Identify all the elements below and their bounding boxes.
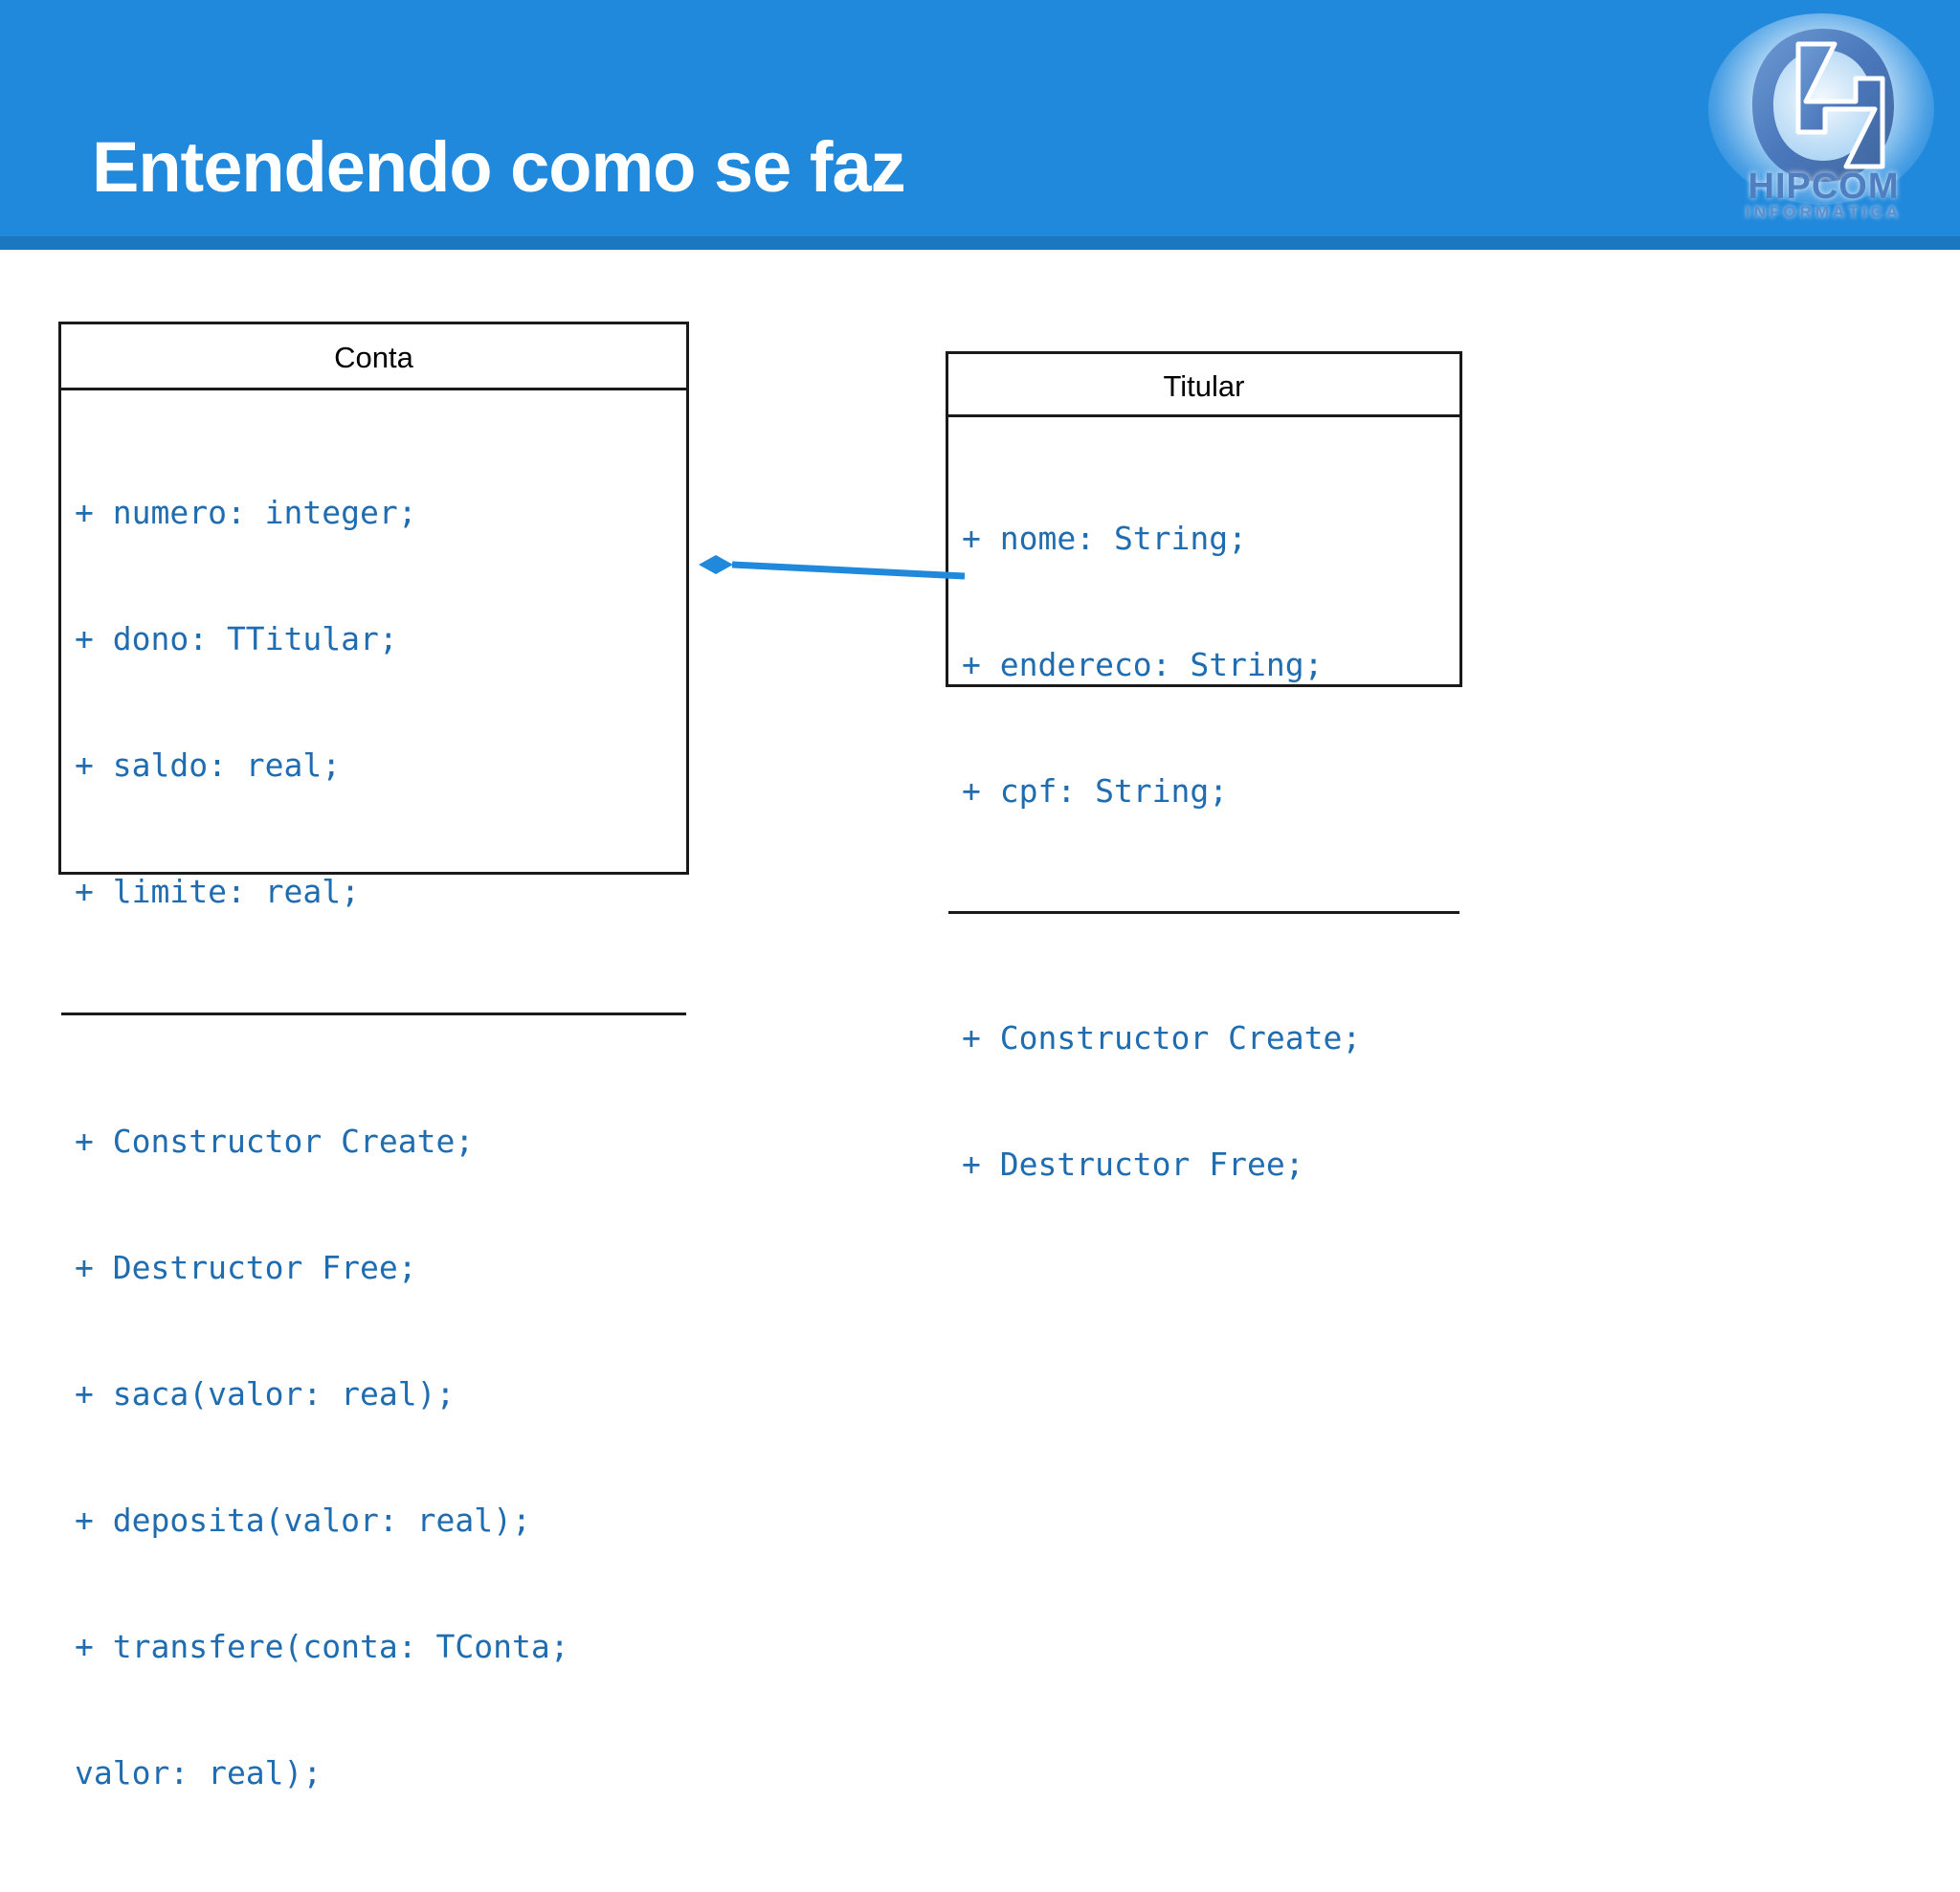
class-operation: + transfere(conta: TConta; — [75, 1628, 569, 1665]
page-title: Entendendo como se faz — [92, 127, 906, 207]
class-name-titular: Titular — [1163, 369, 1245, 403]
class-operation-continuation: valor: real); — [75, 1754, 323, 1792]
class-attribute: + endereco: String; — [962, 646, 1324, 683]
class-attribute: + numero: integer; — [75, 494, 417, 531]
class-attribute: + nome: String; — [962, 520, 1248, 557]
class-name-conta: Conta — [334, 341, 413, 374]
class-box-titular: Titular + nome: String; + endereco: Stri… — [946, 351, 1462, 1183]
logo-tagline: INFORMÁTICA — [1746, 203, 1902, 221]
class-attributes-conta: + numero: integer; + dono: TTitular; + s… — [61, 390, 686, 1013]
class-operation: + Constructor Create; — [962, 1019, 1362, 1057]
hipcom-logo: HIPCOM INFORMÁTICA — [1687, 8, 1960, 230]
class-operation: + Destructor Free; — [962, 1146, 1304, 1183]
class-operation: + Constructor Create; — [75, 1123, 475, 1160]
class-operation: + Destructor Free; — [75, 1249, 417, 1286]
header-underline — [0, 236, 1960, 250]
logo-wordmark: HIPCOM — [1748, 167, 1900, 207]
h-monogram-icon — [1752, 29, 1894, 182]
class-divider — [61, 1013, 686, 1015]
composition-connector — [699, 555, 965, 580]
class-box-conta: Conta + numero: integer; + dono: TTitula… — [58, 322, 689, 1792]
class-operations-titular: + Constructor Create; + Destructor Free; — [948, 914, 1459, 1283]
filled-diamond-icon — [699, 555, 733, 574]
class-divider — [948, 911, 1459, 914]
class-operations-conta: + Constructor Create; + Destructor Free;… — [61, 1015, 686, 1892]
class-divider — [948, 414, 1459, 417]
class-attribute: + cpf: String; — [962, 772, 1229, 810]
class-operation: + deposita(valor: real); — [75, 1502, 531, 1539]
class-attribute: + dono: TTitular; — [75, 620, 398, 657]
class-attributes-titular: + nome: String; + endereco: String; + cp… — [948, 417, 1459, 911]
header-separator — [0, 250, 1960, 254]
association-line — [731, 561, 965, 580]
class-divider — [61, 388, 686, 390]
class-attribute: + saldo: real; — [75, 746, 342, 784]
slide-header: Entendendo como se faz HIPCOM INFORMÁTIC… — [0, 0, 1960, 236]
class-operation: + saca(valor: real); — [75, 1375, 456, 1413]
class-attribute: + limite: real; — [75, 873, 361, 910]
